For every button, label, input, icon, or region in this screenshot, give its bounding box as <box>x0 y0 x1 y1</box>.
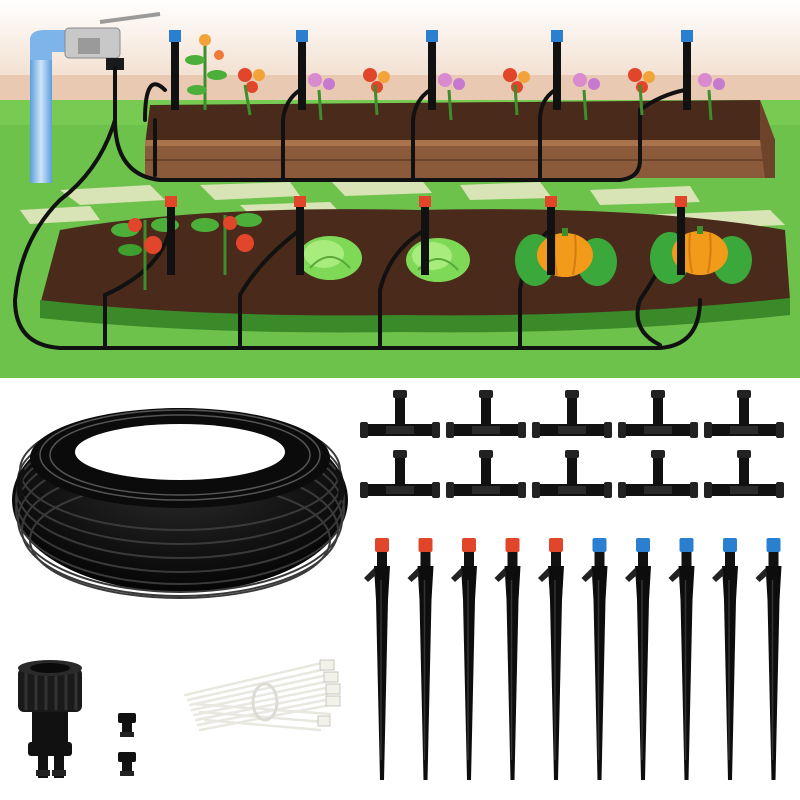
red-dripper-stake <box>545 196 557 275</box>
water-faucet <box>30 12 161 183</box>
blue-dripper-stake <box>668 538 695 780</box>
red-dripper-stake <box>364 538 390 780</box>
back-bed-drippers <box>169 30 693 110</box>
tee-connector <box>532 450 612 498</box>
back-bed-flowers <box>185 34 725 121</box>
faucet-handle <box>99 12 161 24</box>
tomato-plant <box>111 218 179 290</box>
red-dripper-stake <box>675 196 687 275</box>
hose-adapter <box>18 660 82 778</box>
red-dripper-stake <box>407 538 434 780</box>
tee-connectors <box>360 390 784 498</box>
blue-dripper-stake <box>625 538 651 780</box>
cabbage <box>298 236 362 280</box>
tee-connector <box>618 390 698 438</box>
back-raised-bed <box>145 100 775 178</box>
blue-dripper-stake <box>681 30 693 110</box>
red-dripper-stake <box>538 538 564 780</box>
cabbage <box>406 238 470 282</box>
tee-connector <box>618 450 698 498</box>
tee-connector <box>446 390 526 438</box>
blue-dripper-stake <box>169 30 181 110</box>
garden-scene <box>0 0 800 378</box>
red-dripper-stake <box>419 196 431 275</box>
tomato-plant <box>191 213 262 275</box>
cable-ties-bundle <box>183 659 341 732</box>
red-dripper-stake <box>165 196 177 275</box>
red-dripper-stake <box>294 196 306 275</box>
front-bed-drippers <box>165 196 687 275</box>
red-dripper-stake <box>494 538 521 780</box>
end-plug <box>118 713 136 737</box>
dripper-stakes <box>364 538 782 780</box>
tee-connector <box>360 450 440 498</box>
tee-connector <box>704 450 784 498</box>
tee-connector <box>704 390 784 438</box>
drip-tubing-network <box>12 66 702 350</box>
tubing-coil <box>12 408 348 599</box>
red-dripper-stake <box>451 538 477 780</box>
kit-contents <box>0 378 800 800</box>
blue-dripper-stake <box>426 30 438 110</box>
blue-dripper-stake <box>755 538 782 780</box>
end-plug <box>118 752 136 776</box>
tee-connector <box>532 390 612 438</box>
blue-dripper-stake <box>296 30 308 110</box>
front-bed-vegetables <box>111 213 752 290</box>
blue-dripper-stake <box>581 538 608 780</box>
blue-dripper-stake <box>712 538 738 780</box>
blue-dripper-stake <box>551 30 563 110</box>
tee-connector <box>446 450 526 498</box>
tee-connector <box>360 390 440 438</box>
sky-background <box>0 0 800 75</box>
